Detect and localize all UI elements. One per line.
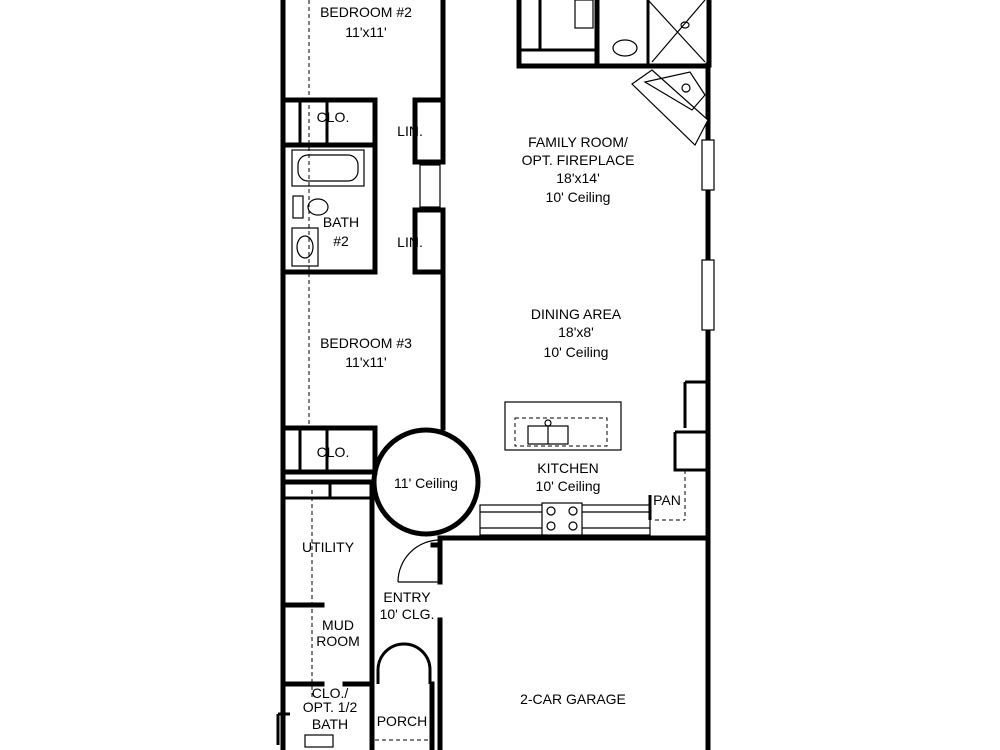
bedroom2-name: BEDROOM #2: [320, 4, 412, 20]
family-room-opt: OPT. FIREPLACE: [522, 152, 635, 168]
room-labels: BEDROOM #2 11'x11' CLO. LIN. FAMILY ROOM…: [302, 4, 681, 732]
bedroom2-size: 11'x11': [345, 24, 386, 40]
bath2-number: #2: [333, 233, 349, 249]
entry-door: [397, 539, 441, 583]
front-door: [376, 642, 432, 684]
dining-ceiling: 10' Ceiling: [544, 344, 609, 360]
pantry-label: PAN: [653, 492, 681, 508]
mud-room-line2: ROOM: [316, 633, 360, 649]
family-room-ceiling: 10' Ceiling: [546, 189, 611, 205]
mud-room-line1: MUD: [322, 617, 354, 633]
closet-mid-label: CLO.: [317, 444, 350, 460]
family-room-size: 18'x14': [556, 170, 600, 186]
toilet: [292, 195, 304, 219]
clo-bath-line2: OPT. 1/2: [303, 699, 358, 715]
bath2-name: BATH: [323, 214, 359, 230]
clo-bath-line3: BATH: [312, 716, 348, 732]
family-room-name: FAMILY ROOM/: [528, 134, 628, 150]
clo-bath-line1: CLO./: [312, 685, 349, 701]
kitchen-name: KITCHEN: [537, 460, 598, 476]
utility-label: UTILITY: [302, 539, 355, 555]
linen-bottom-label: LIN.: [397, 234, 423, 250]
interior-walls: [276, 0, 711, 750]
bedroom3-size: 11'x11': [345, 354, 386, 370]
bedroom3-name: BEDROOM #3: [320, 335, 412, 351]
window: [701, 139, 715, 191]
closet-top-label: CLO.: [317, 109, 350, 125]
entry-ceiling: 10' CLG.: [380, 606, 435, 622]
linen-top-label: LIN.: [397, 123, 423, 139]
porch-label: PORCH: [377, 713, 428, 729]
fireplace: [631, 69, 709, 146]
exterior-walls: [280, 0, 715, 750]
rotunda: [371, 427, 481, 537]
bath-sink: [291, 227, 319, 267]
rotunda-ceiling: 11' Ceiling: [394, 475, 458, 491]
window: [701, 259, 715, 331]
fixtures: [291, 0, 709, 700]
kitchen-ceiling: 10' Ceiling: [536, 478, 601, 494]
dining-size: 18'x8': [558, 324, 594, 340]
dining-name: DINING AREA: [531, 306, 622, 322]
entry-name: ENTRY: [383, 589, 431, 605]
garage-label: 2-CAR GARAGE: [520, 691, 626, 707]
